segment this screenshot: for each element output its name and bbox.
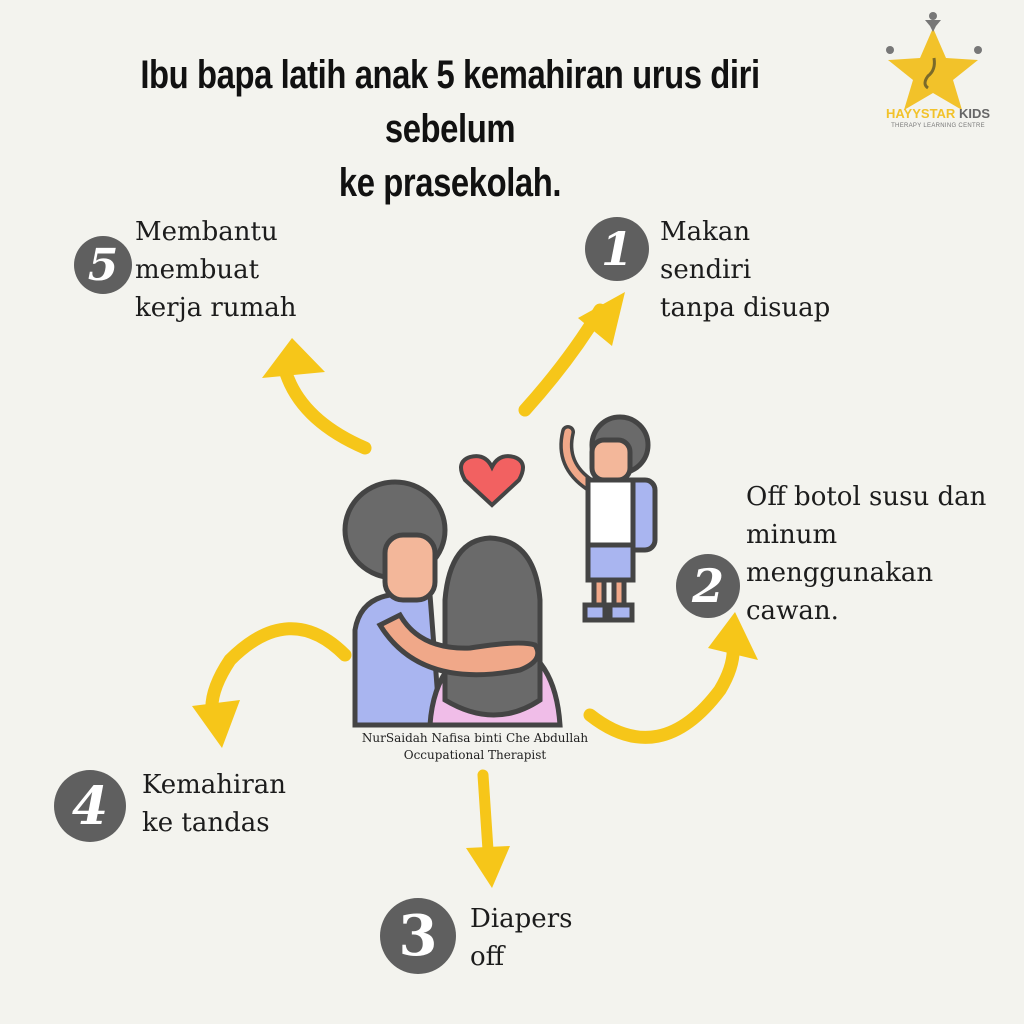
skill-2-label: Off botol susu dan minum menggunakan caw…: [746, 478, 986, 630]
arrow-to-5-icon: [278, 363, 372, 455]
arrow-to-2-icon: [583, 638, 740, 744]
skill-5-label-line: kerja rumah: [135, 293, 297, 323]
logo-brand: HAYYSTAR KIDS: [868, 106, 1008, 121]
title-line-1: Ibu bapa latih anak 5 kemahiran urus dir…: [140, 53, 760, 151]
skill-1-label-line: Makan: [660, 217, 751, 247]
logo-brand-gray: KIDS: [958, 106, 991, 121]
skill-3-label-line: off: [470, 942, 505, 972]
page-title: Ibu bapa latih anak 5 kemahiran urus dir…: [97, 48, 802, 210]
schoolboy-icon: [559, 414, 658, 623]
skill-2-number: 2: [676, 554, 740, 618]
skill-4-label-line: Kemahiran: [142, 770, 287, 800]
arrowhead-4-icon: [192, 700, 240, 748]
logo-subtitle: THERAPY LEARNING CENTRE: [891, 123, 985, 129]
skill-2-label-line: minum: [746, 520, 838, 550]
skill-1-label-line: tanpa disuap: [660, 293, 831, 323]
skill-4-label: Kemahiran ke tandas: [142, 766, 286, 842]
skill-1-label: Makan sendiri tanpa disuap: [660, 213, 830, 327]
heart-icon: [459, 454, 525, 508]
star-logo-icon: [886, 12, 982, 110]
skill-4-label-line: ke tandas: [142, 808, 270, 838]
title-line-2: ke prasekolah.: [338, 161, 562, 205]
arrowhead-5-icon: [262, 338, 325, 378]
parent-child-hug-icon: [342, 479, 563, 728]
skill-5-number: 5: [74, 236, 132, 294]
skill-5-label-line: Membantu: [135, 217, 278, 247]
skill-3-label-line: Diapers: [470, 904, 573, 934]
skill-5-label: Membantu membuat kerja rumah: [135, 213, 296, 327]
skill-2-label-line: menggunakan: [746, 558, 934, 588]
skill-3-label: Diapers off: [470, 900, 572, 976]
arrow-to-4-icon: [205, 622, 352, 719]
skill-5-label-line: membuat: [135, 255, 260, 285]
arrowhead-2-icon: [708, 612, 758, 660]
arrowhead-3-icon: [466, 846, 510, 888]
arrow-to-3-icon: [477, 769, 494, 856]
skill-3-number: 3: [380, 898, 456, 974]
credit-role: Occupational Therapist: [403, 748, 547, 762]
skill-2-label-line: Off botol susu dan: [746, 482, 987, 512]
logo-brand-yellow: HAYYSTAR: [885, 106, 956, 121]
author-credit: NurSaidah Nafisa binti Che Abdullah Occu…: [330, 730, 620, 764]
skill-1-label-line: sendiri: [660, 255, 752, 285]
skill-1-number: 1: [585, 217, 649, 281]
skill-2-label-line: cawan.: [746, 596, 839, 626]
credit-name: NurSaidah Nafisa binti Che Abdullah: [361, 731, 589, 745]
skill-4-number: 4: [54, 770, 126, 842]
arrowhead-1-icon: [578, 292, 625, 346]
